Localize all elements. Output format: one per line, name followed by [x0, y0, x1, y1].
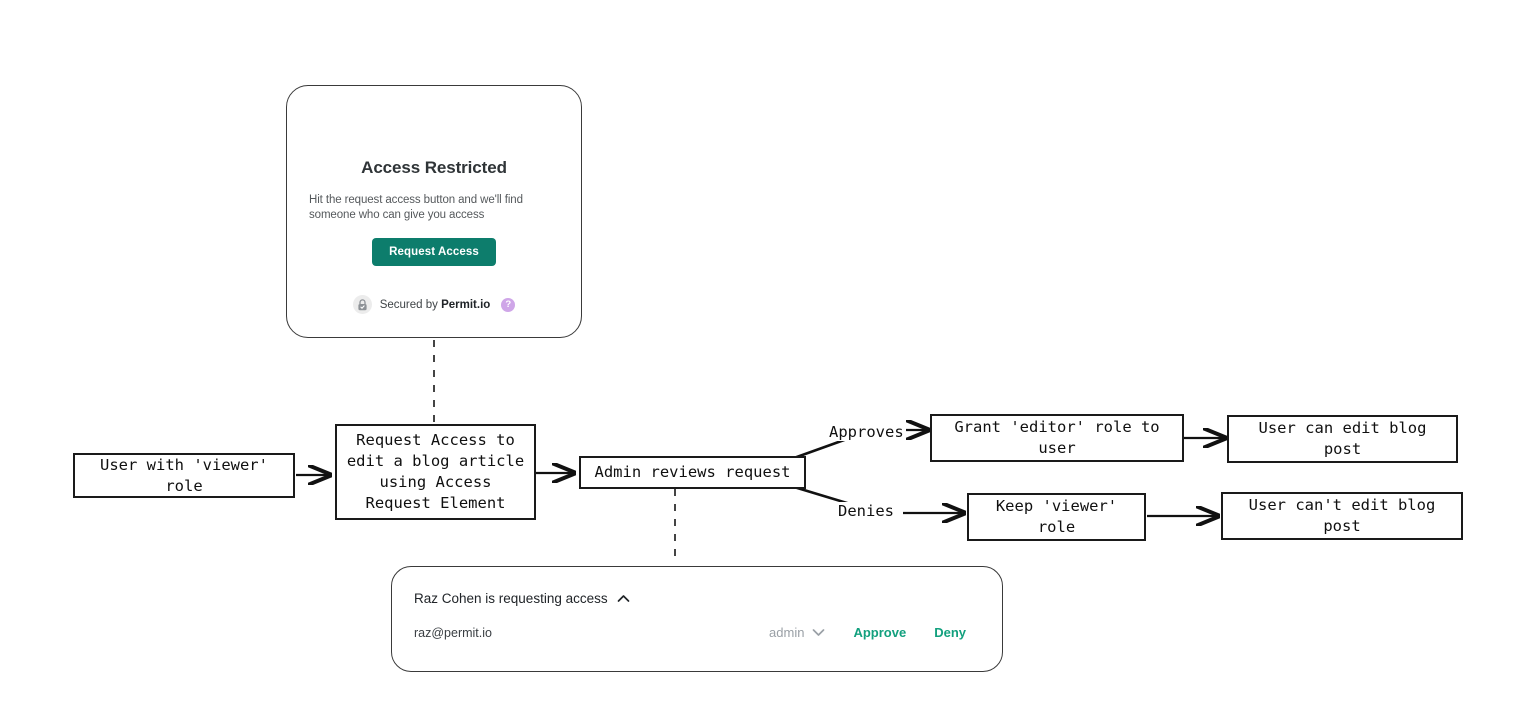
- flow-node-user-viewer: User with 'viewer' role: [73, 453, 295, 498]
- approval-request-header[interactable]: Raz Cohen is requesting access: [414, 591, 980, 606]
- approve-button[interactable]: Approve: [853, 625, 907, 640]
- deny-button[interactable]: Deny: [934, 625, 966, 640]
- approval-request-card: Raz Cohen is requesting access raz@permi…: [391, 566, 1003, 672]
- edge-label-denies: Denies: [836, 502, 896, 520]
- approval-request-actions: admin Approve Deny: [769, 625, 980, 640]
- approval-request-heading: Raz Cohen is requesting access: [414, 591, 608, 606]
- secured-by-text: Secured by Permit.io: [380, 299, 491, 311]
- flow-node-keep-viewer: Keep 'viewer' role: [967, 493, 1146, 541]
- access-restricted-card: Access Restricted Hit the request access…: [286, 85, 582, 338]
- permit-brand: Permit.io: [441, 298, 491, 311]
- lock-icon: [352, 295, 372, 314]
- approval-request-row: raz@permit.io admin Approve Deny: [414, 625, 980, 640]
- secured-by-prefix: Secured by: [379, 298, 442, 311]
- flow-node-grant-editor: Grant 'editor' role to user: [930, 414, 1184, 462]
- flow-node-request-access: Request Access to edit a blog article us…: [335, 424, 536, 520]
- flow-node-user-can-edit: User can edit blog post: [1227, 415, 1458, 463]
- role-select[interactable]: admin: [769, 625, 825, 640]
- chevron-down-icon[interactable]: [812, 628, 825, 637]
- chevron-up-icon[interactable]: [617, 594, 630, 603]
- access-restricted-description: Hit the request access button and we'll …: [309, 194, 523, 221]
- flow-node-admin-reviews: Admin reviews request: [579, 456, 806, 489]
- request-access-button[interactable]: Request Access: [372, 238, 496, 266]
- role-select-value: admin: [769, 625, 805, 640]
- secured-by-row: Secured by Permit.io ?: [352, 295, 516, 314]
- help-icon[interactable]: ?: [501, 297, 516, 312]
- flow-node-user-cannot-edit: User can't edit blog post: [1221, 492, 1463, 540]
- requester-email: raz@permit.io: [414, 625, 492, 640]
- edge-label-approves: Approves: [827, 423, 906, 441]
- access-restricted-title: Access Restricted: [361, 158, 507, 177]
